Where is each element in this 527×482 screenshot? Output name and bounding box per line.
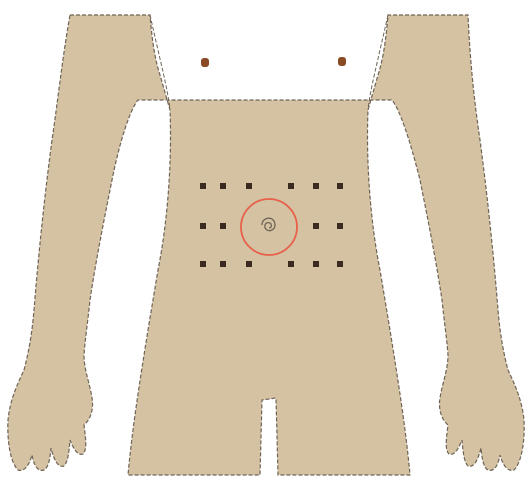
injection-site-dot	[220, 223, 226, 229]
injection-site-dot	[313, 183, 319, 189]
injection-site-dot	[337, 183, 343, 189]
injection-site-dot	[200, 183, 206, 189]
injection-site-dot	[337, 223, 343, 229]
left-nipple	[201, 58, 209, 67]
injection-site-dot	[288, 261, 294, 267]
injection-site-dot	[200, 223, 206, 229]
injection-site-dot	[220, 183, 226, 189]
injection-site-dot	[313, 223, 319, 229]
injection-site-dot	[246, 261, 252, 267]
body-silhouette	[8, 15, 524, 475]
injection-site-dot	[246, 183, 252, 189]
injection-site-dot	[337, 261, 343, 267]
right-nipple	[338, 57, 346, 66]
injection-site-dot	[288, 183, 294, 189]
injection-site-dot	[313, 261, 319, 267]
injection-site-dot	[220, 261, 226, 267]
injection-site-dot	[200, 261, 206, 267]
